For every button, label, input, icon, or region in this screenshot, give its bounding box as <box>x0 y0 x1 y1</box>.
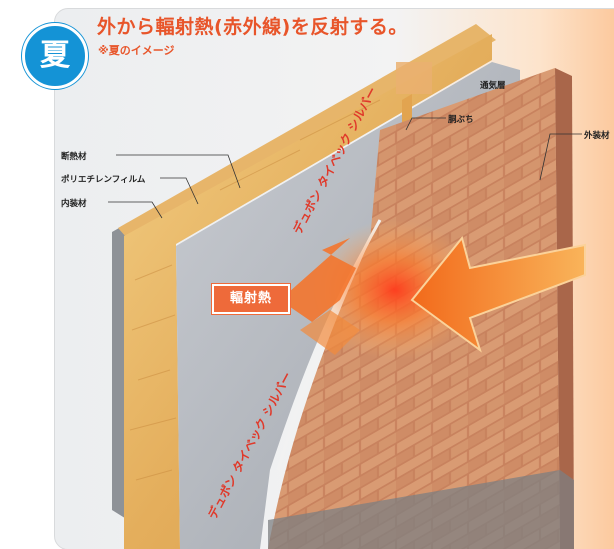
leader-exterior <box>539 133 582 181</box>
label-exterior: 外装材 <box>584 131 610 141</box>
label-air-layer: 通気層 <box>480 81 506 91</box>
summer-badge: 夏 <box>22 23 88 89</box>
air-layer-gap <box>396 62 432 94</box>
label-poly-film: ポリエチレンフィルム <box>61 175 146 185</box>
leader-furring <box>405 117 446 131</box>
incoming-heat-arrow <box>410 235 586 353</box>
diagram-title: 外から輻射熱(赤外線)を反射する。 <box>97 16 408 38</box>
leader-insulation <box>116 154 241 189</box>
leader-interior <box>108 201 163 219</box>
label-interior: 内装材 <box>61 199 87 209</box>
foundation <box>268 470 574 549</box>
diagram-subtitle: ※夏のイメージ <box>98 44 175 57</box>
label-insulation: 断熱材 <box>61 152 87 162</box>
brick-edge <box>555 68 574 549</box>
leader-poly-film <box>160 177 199 205</box>
reflected-heat-trail <box>300 310 360 355</box>
reflected-heat-arrow <box>280 238 356 322</box>
radiant-heat-label: 輻射熱 <box>212 284 290 314</box>
label-furring: 胴ぶち <box>448 115 474 125</box>
insulation-face <box>124 34 492 549</box>
